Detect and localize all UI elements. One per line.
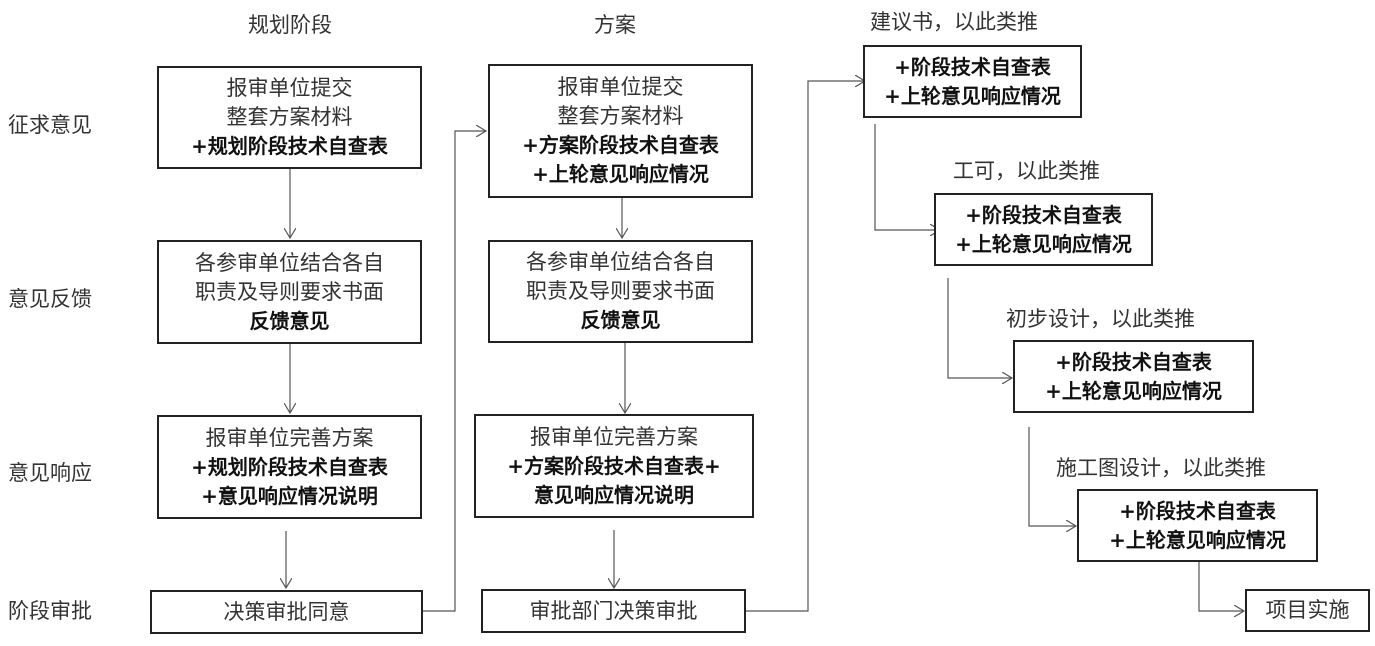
box-line: 整套方案材料 — [226, 105, 353, 129]
box-line: 意见响应情况说明 — [534, 482, 694, 507]
box-line: +阶段技术自查表 — [965, 202, 1122, 227]
box-line: +阶段技术自查表 — [1119, 498, 1276, 523]
planning-response-box: 报审单位完善方案 +规划阶段技术自查表 +意见响应情况说明 — [157, 415, 422, 519]
box-line: +上轮意见响应情况 — [1045, 378, 1222, 403]
box-line: +上轮意见响应情况 — [1109, 527, 1286, 552]
box-line: 报审单位完善方案 — [205, 425, 374, 450]
scheme-response-box: 报审单位完善方案 +方案阶段技术自查表+ 意见响应情况说明 — [474, 414, 754, 518]
arrow-construction-to-implementation — [1198, 561, 1244, 611]
box-line: +方案阶段技术自查表+ — [507, 453, 721, 478]
box-line: 反馈意见 — [249, 308, 330, 333]
project-implementation-box: 项目实施 — [1245, 589, 1370, 632]
box-line: +上轮意见响应情况 — [532, 162, 709, 186]
box-line: 报审单位提交 — [226, 76, 353, 100]
planning-feedback-box: 各参审单位结合各自 职责及导则要求书面 反馈意见 — [157, 240, 422, 344]
scheme-feedback-box: 各参审单位结合各自 职责及导则要求书面 反馈意见 — [488, 240, 753, 343]
stage-box-construction-drawing: +阶段技术自查表 +上轮意见响应情况 — [1077, 489, 1318, 562]
column-header-planning: 规划阶段 — [248, 13, 332, 37]
box-line: +阶段技术自查表 — [1055, 349, 1212, 374]
stage-box-feasibility: +阶段技术自查表 +上轮意见响应情况 — [934, 193, 1153, 266]
row-label-solicit-opinions: 征求意见 — [8, 113, 92, 137]
box-line: 职责及导则要求书面 — [195, 279, 384, 304]
box-line: +上轮意见响应情况 — [884, 83, 1061, 108]
box-line: +意见响应情况说明 — [201, 483, 378, 508]
row-label-stage-approval: 阶段审批 — [8, 599, 92, 623]
stage-box-proposal: +阶段技术自查表 +上轮意见响应情况 — [863, 45, 1082, 118]
stage-caption-construction-drawing: 施工图设计，以此类推 — [1056, 456, 1266, 480]
box-line: 报审单位提交 — [557, 75, 684, 99]
box-line: 项目实施 — [1265, 598, 1350, 622]
stage-box-preliminary-design: +阶段技术自查表 +上轮意见响应情况 — [1013, 340, 1254, 413]
arrow-scheme-to-proposal — [745, 81, 865, 612]
row-label-response: 意见响应 — [8, 461, 92, 485]
arrow-feasibility-to-preliminary — [947, 278, 1012, 378]
box-line: 决策审批同意 — [223, 599, 350, 624]
box-line: 报审单位完善方案 — [530, 424, 698, 449]
planning-approval-box: 决策审批同意 — [150, 590, 423, 634]
box-line: +方案阶段技术自查表 — [522, 133, 719, 157]
box-line: 反馈意见 — [580, 308, 661, 332]
arrow-proposal-to-feasibility — [874, 124, 940, 230]
box-line: 审批部门决策审批 — [529, 598, 698, 623]
scheme-submit-box: 报审单位提交 整套方案材料 +方案阶段技术自查表 +上轮意见响应情况 — [488, 64, 753, 198]
arrow-planning-to-scheme — [420, 131, 486, 612]
stage-caption-preliminary-design: 初步设计，以此类推 — [1006, 307, 1195, 331]
scheme-approval-box: 审批部门决策审批 — [481, 589, 746, 633]
box-line: 职责及导则要求书面 — [526, 279, 715, 303]
box-line: 各参审单位结合各自 — [526, 250, 715, 274]
box-line: 整套方案材料 — [557, 104, 684, 128]
stage-caption-feasibility: 工可，以此类推 — [953, 159, 1100, 183]
column-header-scheme: 方案 — [594, 13, 636, 37]
box-line: 各参审单位结合各自 — [195, 250, 384, 275]
box-line: +规划阶段技术自查表 — [191, 134, 388, 158]
planning-submit-box: 报审单位提交 整套方案材料 +规划阶段技术自查表 — [157, 66, 422, 169]
row-label-feedback: 意见反馈 — [8, 287, 92, 311]
stage-caption-proposal: 建议书，以此类推 — [870, 10, 1038, 34]
box-line: +上轮意见响应情况 — [955, 231, 1132, 256]
box-line: +规划阶段技术自查表 — [191, 454, 388, 479]
box-line: +阶段技术自查表 — [894, 54, 1051, 79]
